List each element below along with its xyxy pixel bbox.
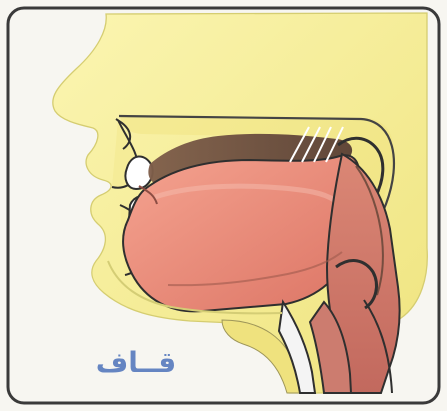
articulation-caption: قــاف bbox=[88, 344, 184, 382]
